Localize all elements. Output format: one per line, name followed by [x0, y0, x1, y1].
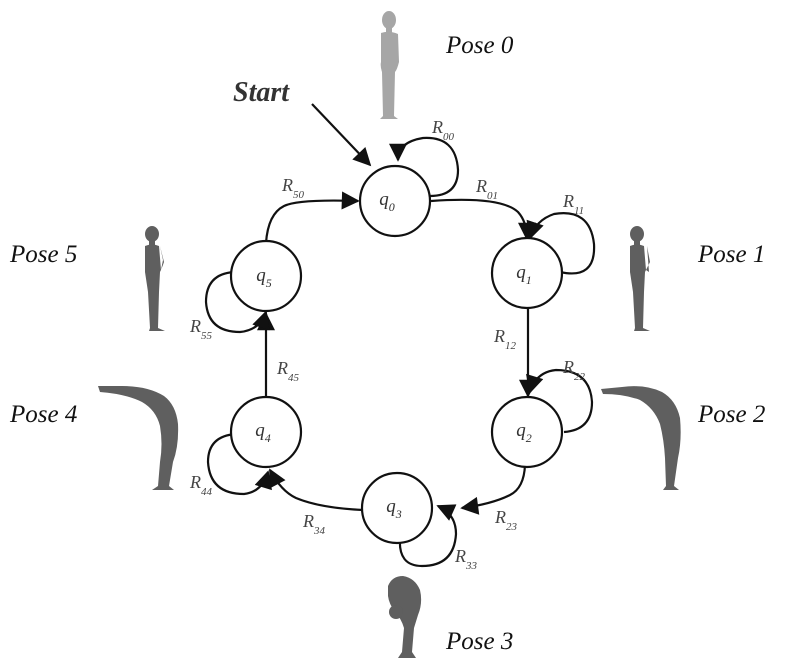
pose0-silhouette — [380, 11, 399, 119]
edge-R01 — [430, 198, 536, 241]
state-q4-circle — [229, 395, 303, 469]
pose2-label: Pose 2 — [697, 401, 765, 428]
label-R34: R34 — [302, 511, 326, 537]
state-q1-label: q1 — [516, 262, 532, 287]
pose2-silhouette — [601, 386, 681, 490]
start-arrow — [311, 103, 372, 167]
label-R45: R45 — [276, 358, 300, 384]
state-q1-circle — [490, 236, 564, 310]
state-q2-circle — [490, 395, 564, 469]
pose0-label: Pose 0 — [445, 32, 514, 59]
state-q4: q4 — [229, 395, 303, 469]
edge-R34 — [269, 468, 364, 512]
pose1-silhouette — [630, 226, 650, 331]
state-q3-label: q3 — [386, 496, 402, 521]
state-q2-label: q2 — [516, 420, 532, 445]
state-q3: q3 — [360, 471, 434, 545]
pose1-label: Pose 1 — [697, 241, 765, 268]
label-R33: R33 — [454, 546, 478, 572]
label-R23: R23 — [494, 507, 518, 533]
edge-R44 — [206, 432, 272, 496]
state-q5: q5 — [229, 239, 303, 313]
label-R12: R12 — [493, 326, 517, 352]
label-R22: R22 — [562, 357, 586, 383]
edge-R50 — [264, 191, 360, 244]
pose5-label: Pose 5 — [9, 241, 77, 268]
edge-R22 — [526, 368, 594, 434]
label-R55: R55 — [189, 316, 213, 342]
label-R01: R01 — [475, 176, 498, 202]
state-q1: q1 — [490, 236, 564, 310]
edge-R55 — [204, 270, 270, 334]
start-label: Start — [233, 77, 290, 108]
label-R00: R00 — [431, 117, 455, 143]
state-q0-circle — [358, 164, 432, 238]
pose5-silhouette — [145, 226, 165, 331]
pose3-silhouette — [388, 576, 422, 658]
state-q0-label: q0 — [379, 189, 395, 214]
edge-R11 — [526, 212, 596, 275]
label-R50: R50 — [281, 175, 305, 201]
state-q3-circle — [360, 471, 434, 545]
state-q5-circle — [229, 239, 303, 313]
label-R11: R11 — [562, 191, 584, 217]
edge-R23 — [460, 464, 527, 515]
state-q0: q0 — [358, 164, 432, 238]
pose3-label: Pose 3 — [445, 628, 513, 655]
state-q2: q2 — [490, 395, 564, 469]
edge-R00 — [389, 136, 460, 198]
edge-R33 — [398, 504, 458, 568]
state-q5-label: q5 — [256, 265, 272, 290]
label-R44: R44 — [189, 472, 213, 498]
state-q4-label: q4 — [255, 420, 271, 445]
pose4-silhouette — [98, 386, 179, 490]
pose4-label: Pose 4 — [9, 401, 77, 428]
